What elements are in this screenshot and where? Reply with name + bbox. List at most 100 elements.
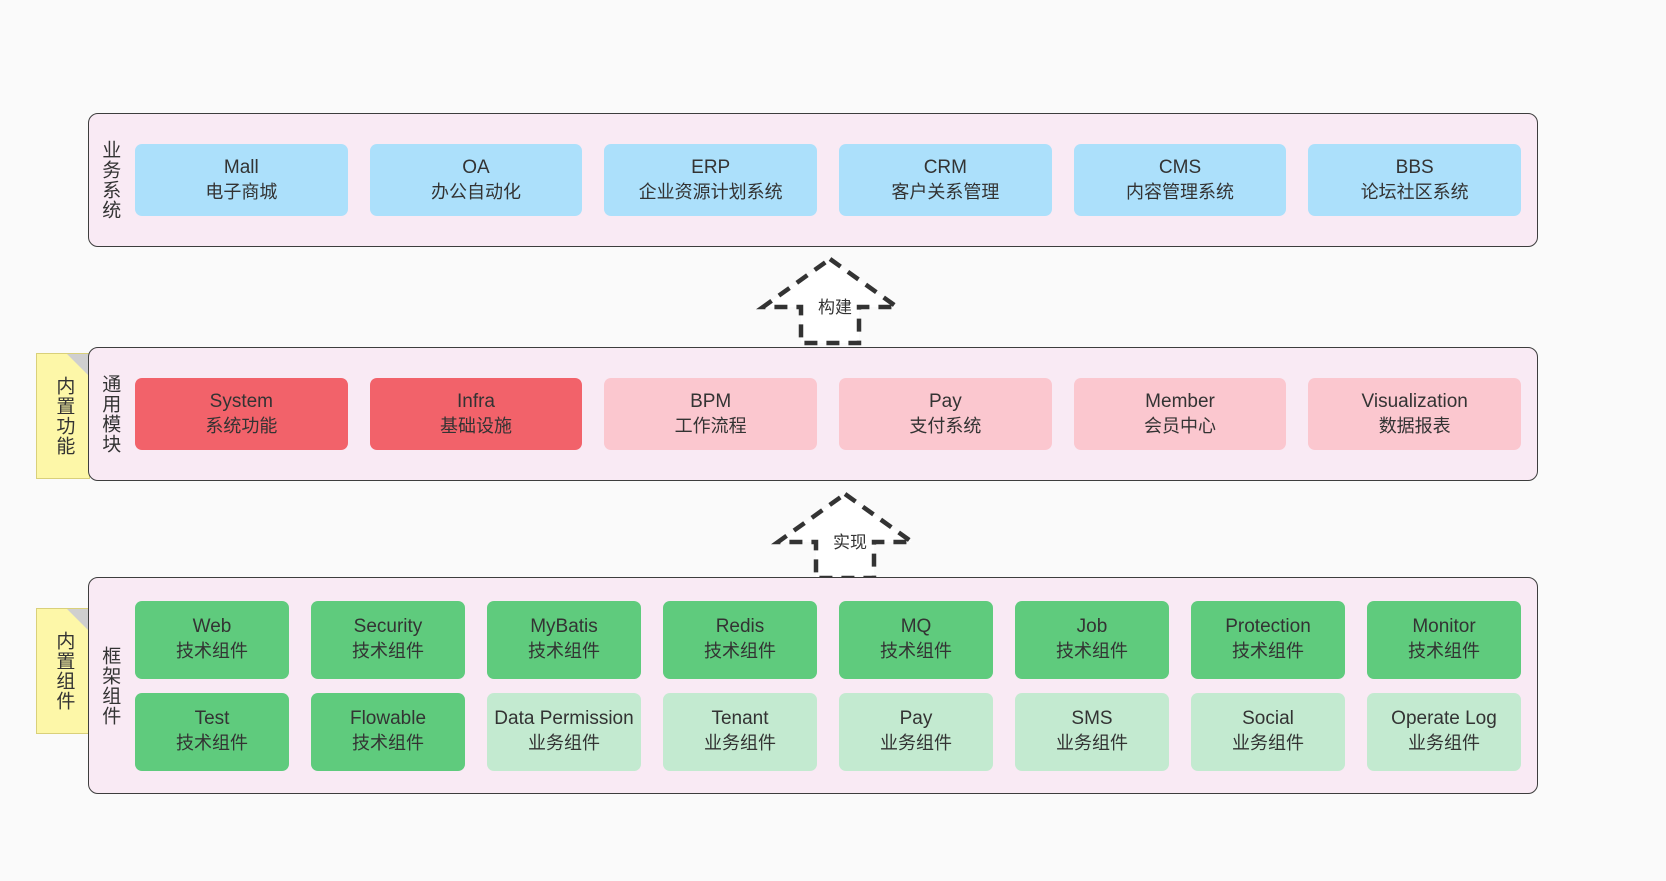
card-subtitle: 工作流程 [674, 415, 747, 436]
card-subtitle: 内容管理系统 [1126, 181, 1235, 202]
card-subtitle: 技术组件 [1232, 641, 1304, 662]
framework-component-card[interactable]: Pay 业务组件 [839, 692, 993, 771]
framework-component-card[interactable]: Tenant 业务组件 [663, 692, 817, 771]
card-subtitle: 系统功能 [205, 415, 278, 436]
card-subtitle: 技术组件 [880, 641, 952, 662]
framework-component-card[interactable]: Social 业务组件 [1191, 692, 1345, 771]
common-module-card[interactable]: Pay 支付系统 [839, 378, 1052, 450]
card-subtitle: 办公自动化 [431, 181, 521, 202]
card-title: Pay [899, 708, 933, 730]
card-title: Monitor [1412, 616, 1476, 638]
card-title: Operate Log [1391, 708, 1497, 730]
framework-component-card[interactable]: Protection 技术组件 [1191, 600, 1345, 679]
framework-component-card[interactable]: Job 技术组件 [1015, 600, 1169, 679]
framework-component-card[interactable]: Test 技术组件 [135, 692, 289, 771]
card-subtitle: 技术组件 [352, 641, 424, 662]
business-system-card[interactable]: CMS 内容管理系统 [1073, 144, 1287, 216]
build-relation-label: 构建 [818, 298, 852, 317]
framework-component-card[interactable]: Web 技术组件 [135, 600, 289, 679]
card-subtitle: 数据报表 [1378, 415, 1451, 436]
common-module-card[interactable]: Infra 基础设施 [369, 378, 583, 450]
card-title: Mall [223, 156, 259, 178]
business-system-card[interactable]: Mall 电子商城 [135, 144, 348, 216]
card-title: System [209, 390, 274, 412]
card-title: Visualization [1361, 390, 1468, 412]
framework-components-label: 框架组件 [99, 645, 121, 726]
business-system-card[interactable]: BBS 论坛社区系统 [1308, 144, 1522, 216]
common-modules-panel: 通用模块 System 系统功能 Infra 基础设施 BPM 工作流程 Pay 支付系统 Me… [88, 347, 1538, 481]
card-title: Redis [715, 616, 765, 638]
card-subtitle: 技术组件 [176, 641, 248, 662]
card-title: Member [1145, 390, 1215, 412]
card-title: Social [1242, 708, 1294, 730]
builtin-function-note: 内置功能 [36, 353, 90, 479]
card-title: BBS [1395, 156, 1434, 178]
card-subtitle: 技术组件 [352, 733, 424, 754]
business-systems-label: 业务系统 [99, 140, 121, 220]
build-relation-arrow: 构建 [755, 255, 905, 347]
framework-component-card[interactable]: MyBatis 技术组件 [487, 600, 641, 679]
card-subtitle: 基础设施 [440, 415, 512, 436]
card-subtitle: 技术组件 [528, 641, 600, 662]
framework-component-card[interactable]: MQ 技术组件 [839, 600, 993, 679]
card-title: MQ [900, 616, 932, 638]
framework-component-card[interactable]: Operate Log 业务组件 [1367, 692, 1521, 771]
card-title: Flowable [349, 708, 427, 730]
card-title: BPM [690, 390, 732, 412]
framework-component-card[interactable]: Data Permission 业务组件 [487, 692, 641, 771]
card-title: Infra [456, 390, 496, 412]
business-system-card[interactable]: OA 办公自动化 [369, 144, 583, 216]
card-subtitle: 电子商城 [205, 181, 278, 202]
framework-component-card[interactable]: Redis 技术组件 [663, 600, 817, 679]
card-title: OA [462, 156, 490, 178]
builtin-component-note: 内置组件 [36, 608, 90, 734]
card-title: CRM [923, 156, 967, 178]
card-title: MyBatis [530, 616, 598, 638]
framework-component-card[interactable]: SMS 业务组件 [1015, 692, 1169, 771]
card-subtitle: 技术组件 [1408, 641, 1480, 662]
card-subtitle: 业务组件 [1408, 733, 1480, 754]
card-subtitle: 客户关系管理 [891, 181, 1000, 202]
card-title: Protection [1225, 616, 1311, 638]
card-subtitle: 论坛社区系统 [1360, 181, 1469, 202]
common-module-card[interactable]: Visualization 数据报表 [1308, 378, 1522, 450]
card-title: Job [1076, 616, 1108, 638]
common-modules-label: 通用模块 [99, 374, 121, 454]
card-subtitle: 技术组件 [176, 733, 248, 754]
card-subtitle: 业务组件 [1056, 733, 1128, 754]
card-subtitle: 技术组件 [1056, 641, 1128, 662]
card-subtitle: 技术组件 [704, 641, 776, 662]
card-title: Web [192, 616, 232, 638]
framework-component-card[interactable]: Security 技术组件 [311, 600, 465, 679]
framework-component-card[interactable]: Monitor 技术组件 [1367, 600, 1521, 679]
card-title: Tenant [711, 708, 769, 730]
card-subtitle: 业务组件 [880, 733, 952, 754]
card-title: Security [353, 616, 423, 638]
card-title: Pay [928, 390, 962, 412]
implement-relation-label: 实现 [833, 533, 867, 552]
card-subtitle: 业务组件 [528, 733, 600, 754]
common-module-card[interactable]: System 系统功能 [135, 378, 348, 450]
card-title: SMS [1071, 708, 1113, 730]
card-subtitle: 业务组件 [1232, 733, 1304, 754]
implement-relation-arrow: 实现 [770, 490, 920, 582]
card-title: Test [194, 708, 230, 730]
card-subtitle: 支付系统 [909, 415, 982, 436]
card-subtitle: 业务组件 [704, 733, 776, 754]
common-module-card[interactable]: BPM 工作流程 [604, 378, 818, 450]
framework-component-card[interactable]: Flowable 技术组件 [311, 692, 465, 771]
card-title: Data Permission [494, 708, 634, 730]
card-title: CMS [1158, 156, 1202, 178]
business-system-card[interactable]: CRM 客户关系管理 [839, 144, 1052, 216]
card-title: ERP [691, 156, 731, 178]
